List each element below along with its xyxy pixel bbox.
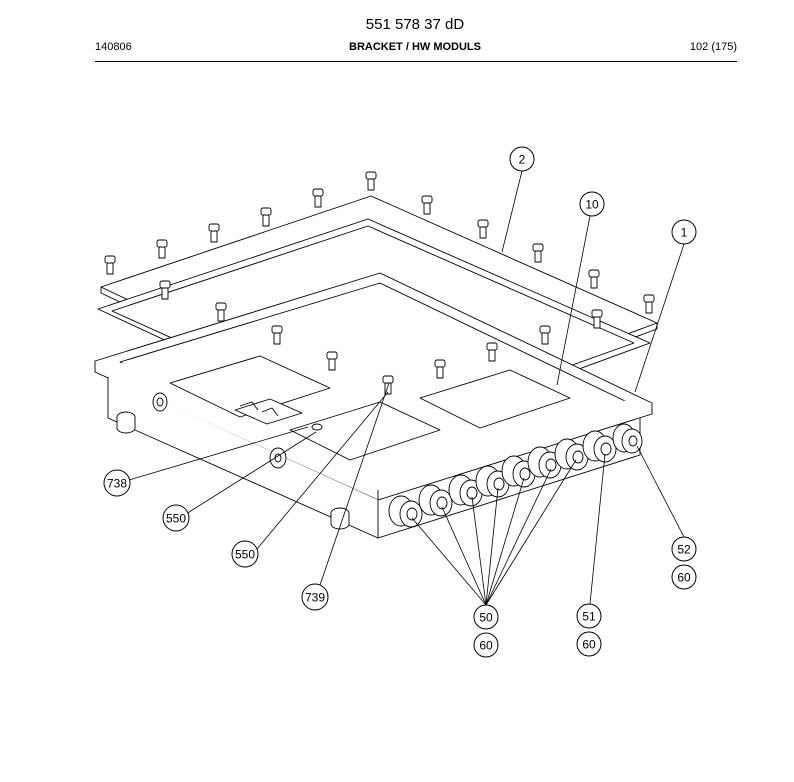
callout-1: 1 bbox=[671, 219, 697, 245]
callout-60-right: 60 bbox=[671, 564, 697, 590]
callout-50-label: 50 bbox=[479, 611, 493, 625]
callout-738-label: 738 bbox=[107, 477, 127, 491]
callout-60-left: 60 bbox=[473, 632, 499, 658]
callout-50: 50 bbox=[473, 604, 499, 630]
callout-60-middle: 60 bbox=[576, 631, 602, 657]
callout-60-left-label: 60 bbox=[479, 639, 493, 653]
callout-51: 51 bbox=[576, 603, 602, 629]
callout-60-middle-label: 60 bbox=[582, 638, 596, 652]
callout-1-label: 1 bbox=[681, 226, 688, 240]
callout-52: 52 bbox=[671, 536, 697, 562]
leader-lines bbox=[128, 170, 685, 606]
callout-52-label: 52 bbox=[677, 543, 691, 557]
header-date: 140806 bbox=[95, 41, 132, 53]
header-page-number: 102 (175) bbox=[689, 41, 737, 53]
callout-550-lower: 550 bbox=[231, 540, 259, 568]
cable-glands bbox=[388, 423, 643, 528]
callout-60-right-label: 60 bbox=[677, 571, 691, 585]
screws bbox=[104, 171, 655, 395]
header-title: BRACKET / HW MODULS bbox=[349, 41, 481, 53]
callout-51-label: 51 bbox=[582, 610, 596, 624]
callout-2-label: 2 bbox=[519, 153, 526, 167]
callout-2: 2 bbox=[509, 146, 535, 172]
document-number: 551 578 37 dD bbox=[365, 16, 465, 33]
callouts: 2 10 1 738 550 550 739 52 60 50 60 51 60 bbox=[103, 146, 697, 658]
callout-550-lower-label: 550 bbox=[235, 548, 255, 562]
housing bbox=[94, 272, 653, 539]
callout-10-label: 10 bbox=[585, 198, 599, 212]
callout-550-upper: 550 bbox=[162, 504, 190, 532]
callout-550-upper-label: 550 bbox=[166, 512, 186, 526]
callout-739: 739 bbox=[301, 583, 329, 611]
header-rule bbox=[95, 61, 737, 62]
callout-739-label: 739 bbox=[305, 591, 325, 605]
callout-738: 738 bbox=[103, 469, 131, 497]
callout-10: 10 bbox=[579, 191, 605, 217]
